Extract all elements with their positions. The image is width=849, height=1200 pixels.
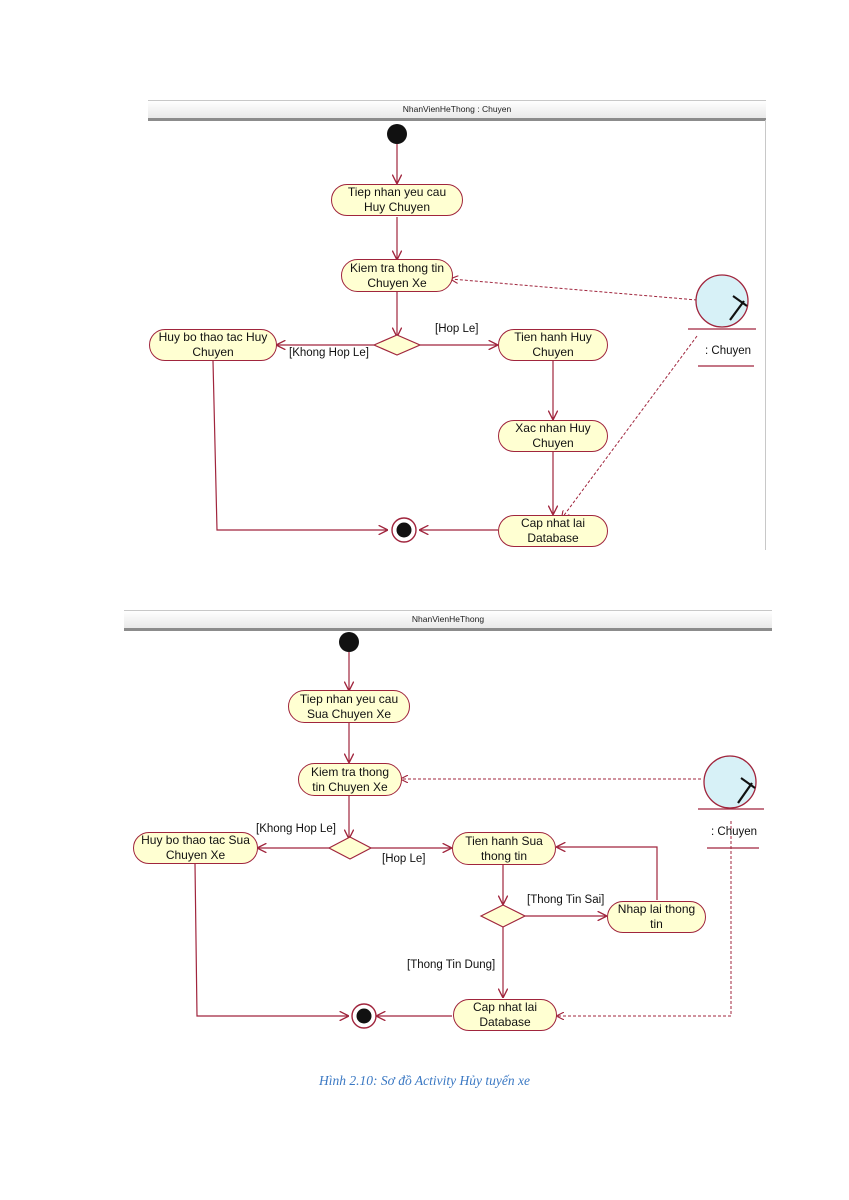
activity-update-database: Cap nhat lai Database xyxy=(498,515,608,547)
object-flow-to-update xyxy=(557,821,732,1016)
flow-reenter-to-edit xyxy=(557,847,658,900)
swimlane-header: NhanVienHeThong : Chuyen xyxy=(148,100,766,121)
activity-cancel-operation: Huy bo thao tac Huy Chuyen xyxy=(149,329,277,361)
guard-invalid: [Khong Hop Le] xyxy=(289,347,369,359)
entity-object-symbol xyxy=(698,755,764,849)
swimlane-border xyxy=(765,120,766,550)
activity-diagram-sua-chuyen: NhanVienHeThong xyxy=(124,610,772,1042)
guard-wrong-info: [Thong Tin Sai] xyxy=(527,894,605,906)
guard-valid: [Hop Le] xyxy=(382,853,426,865)
figure-caption: Hình 2.10: Sơ đồ Activity Hủy tuyến xe xyxy=(319,1073,530,1088)
guard-correct-info: [Thong Tin Dung] xyxy=(407,959,496,971)
activity-receive-request: Tiep nhan yeu cau Huy Chuyen xyxy=(331,184,463,216)
flow-cancel-to-end xyxy=(194,863,348,1016)
activity-proceed-cancel: Tien hanh Huy Chuyen xyxy=(498,329,608,361)
flow-cancel-to-end xyxy=(212,360,387,530)
decision-node-2 xyxy=(479,904,527,928)
object-flow-to-update xyxy=(562,335,698,518)
guard-invalid: [Khong Hop Le] xyxy=(256,823,336,835)
activity-confirm-cancel: Xac nhan Huy Chuyen xyxy=(498,420,608,452)
decision-node xyxy=(372,334,422,356)
object-flow-to-check xyxy=(451,279,698,301)
activity-cancel-operation: Huy bo thao tac Sua Chuyen Xe xyxy=(133,832,258,864)
object-label: : Chuyen xyxy=(711,826,758,838)
activity-check-info: Kiem tra thong tin Chuyen Xe xyxy=(298,763,402,796)
activity-edit-info: Tien hanh Sua thong tin xyxy=(452,832,556,865)
activity-diagram-huy-chuyen: NhanVienHeThong : Chuyen xyxy=(148,100,766,550)
swimlane-header: NhanVienHeThong xyxy=(124,610,772,631)
initial-node xyxy=(339,632,359,652)
activity-reenter-info: Nhap lai thong tin xyxy=(607,901,706,933)
initial-node xyxy=(387,124,407,144)
object-label: : Chuyen xyxy=(705,345,752,357)
flow-connectors xyxy=(194,632,764,1029)
activity-check-info: Kiem tra thong tin Chuyen Xe xyxy=(341,259,453,292)
entity-object-symbol xyxy=(688,274,756,367)
guard-valid: [Hop Le] xyxy=(435,323,479,335)
activity-receive-request: Tiep nhan yeu cau Sua Chuyen Xe xyxy=(288,690,410,723)
decision-node xyxy=(327,836,373,860)
flow-connectors xyxy=(212,124,756,543)
final-node xyxy=(391,517,417,543)
final-node xyxy=(351,1003,377,1029)
activity-update-database: Cap nhat lai Database xyxy=(453,999,557,1031)
